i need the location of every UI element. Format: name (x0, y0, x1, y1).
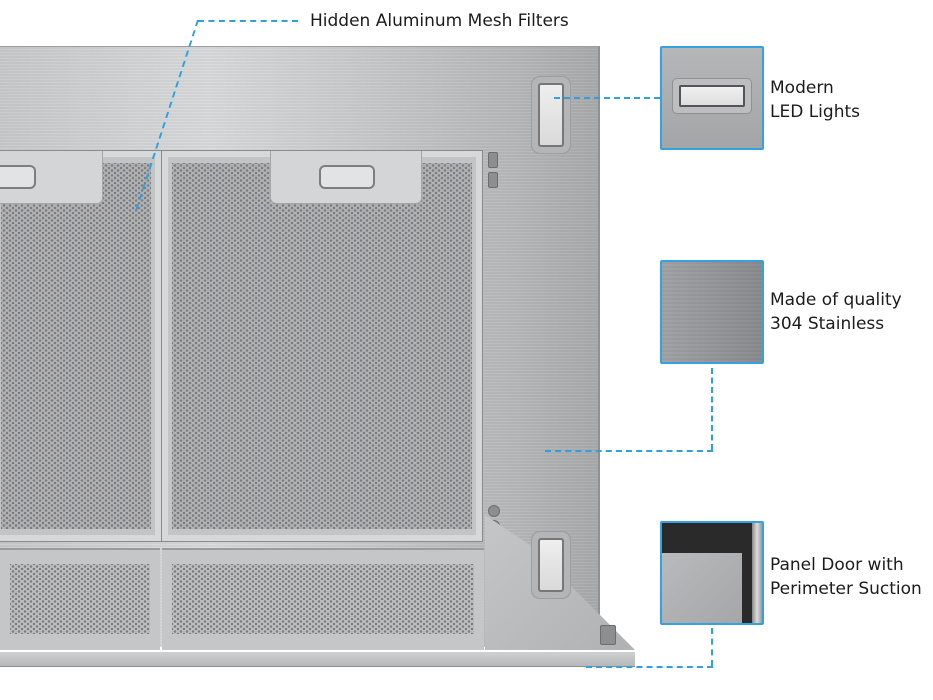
filter-pull-tab (0, 151, 103, 204)
callout-label-led-line1: Modern (770, 78, 834, 98)
led-lens-frame (672, 78, 752, 114)
callout-thumbnail-panel-door (660, 521, 764, 625)
mesh-texture (1, 163, 151, 529)
callout-leader-stainless-vertical (711, 368, 713, 450)
led-light-bottom (538, 538, 564, 592)
mesh-texture (172, 564, 474, 634)
callout-label-stainless-line2: 304 Stainless (770, 314, 885, 334)
filter-pull-tab (270, 151, 422, 204)
mesh-filter-right (161, 150, 483, 542)
led-lens (679, 85, 745, 107)
mesh-texture (172, 163, 472, 529)
door-filter-right (162, 548, 484, 650)
panel-door-edge (0, 652, 635, 667)
door-plate (662, 553, 742, 623)
mesh-texture (10, 564, 150, 634)
callout-label-stainless-line1: Made of quality (770, 290, 902, 310)
callout-leader-door (586, 666, 713, 668)
callout-label-led-line2: LED Lights (770, 102, 860, 122)
screw-icon (488, 505, 500, 517)
callout-label-filters: Hidden Aluminum Mesh Filters (310, 11, 569, 31)
door-frame-edge (752, 523, 762, 623)
led-light-top (538, 83, 564, 147)
callout-leader-led (554, 97, 660, 99)
callout-leader-stainless (545, 450, 713, 452)
hinge-icon (488, 152, 498, 168)
door-filter-left (0, 548, 160, 650)
filter-handle (319, 165, 375, 189)
callout-label-door-line2: Perimeter Suction (770, 579, 922, 599)
mesh-filter-left (0, 150, 162, 542)
latch-icon (600, 625, 616, 645)
hinge-icon (488, 172, 498, 188)
callout-thumbnail-stainless (660, 260, 764, 364)
callout-leader-filters (198, 20, 298, 22)
callout-thumbnail-led (660, 46, 764, 150)
callout-label-door-line1: Panel Door with (770, 555, 904, 575)
callout-leader-door-vertical (711, 628, 713, 666)
filter-handle (0, 165, 36, 189)
